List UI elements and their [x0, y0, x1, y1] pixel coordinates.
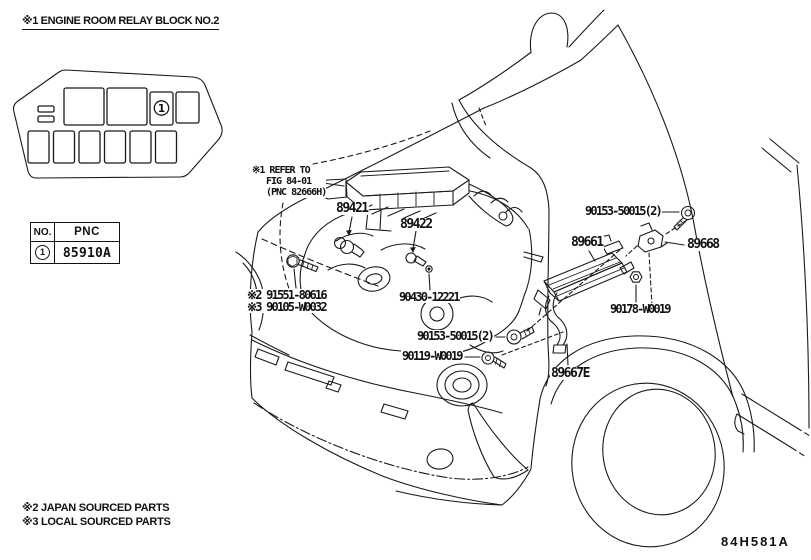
- part-label-90178-w0019[interactable]: 90178-W0019: [609, 302, 671, 316]
- a-pillar-outer: [458, 52, 531, 101]
- refer-note-line2: FIG 84-01: [266, 176, 312, 187]
- pnc-table-header-pnc: PNC: [54, 222, 120, 242]
- bolt-91551: [286, 254, 319, 273]
- a-pillar-inner: [483, 59, 582, 109]
- tire: [571, 382, 725, 548]
- refer-note: ※1 REFER TO FIG 84-01 (PNC 82666H): [252, 165, 327, 198]
- part-label-89667e[interactable]: 89667E: [550, 366, 590, 381]
- ecu-89661-drawing: [533, 234, 635, 316]
- wheel-arch-inner: [550, 347, 744, 453]
- fog-lamp: [426, 448, 454, 470]
- gasket-90430: [425, 265, 433, 273]
- relay-slot-bar: [37, 105, 55, 113]
- relay-slot: [63, 87, 105, 126]
- rocker-sill: [741, 393, 798, 429]
- relay-block-title-note: ※1 ENGINE ROOM RELAY BLOCK NO.2: [22, 14, 219, 30]
- mirror-outline: [529, 12, 569, 54]
- refer-note-line3: (PNC 82666H): [266, 187, 327, 198]
- refer-note-line1: ※1 REFER TO: [252, 165, 311, 176]
- emblem-ring: [436, 363, 488, 407]
- leader-lines: [293, 182, 685, 366]
- bolt-90153-mid: [506, 326, 535, 345]
- sensor-89422: [405, 252, 427, 267]
- sensor-89421: [333, 236, 365, 258]
- bolt-90119: [481, 351, 507, 369]
- relay-block-schematic: 1: [12, 69, 223, 179]
- grille-slot: [380, 403, 409, 420]
- roof-edge: [568, 9, 605, 48]
- figure-code: 84H581A: [721, 534, 790, 549]
- bumper-wedge: [467, 402, 529, 480]
- headlamp-left: [235, 251, 265, 331]
- door-edge: [796, 164, 810, 429]
- relay-slot-bar: [37, 115, 55, 123]
- pnc-table-header-no: NO.: [30, 222, 55, 242]
- footnote-japan-sourced: ※2 JAPAN SOURCED PARTS: [22, 502, 170, 514]
- relay-slot: [106, 87, 148, 126]
- engine-lines: [261, 190, 544, 356]
- relay-slot: [129, 130, 152, 164]
- hood-hidden-line: [312, 130, 431, 165]
- small-connector: [602, 240, 624, 255]
- part-label-90153-50015-top[interactable]: 90153-50015(2): [584, 204, 663, 218]
- relay-slot: [27, 130, 50, 164]
- fender-edge: [458, 99, 550, 387]
- pnc-table: NO. PNC 1 85910A: [30, 222, 120, 264]
- bracket-89668-drawing: [637, 222, 668, 253]
- relay-slot-85910a: [149, 91, 174, 126]
- hardware: [286, 205, 696, 369]
- front-corner: [249, 231, 259, 333]
- part-label-89668[interactable]: 89668: [686, 237, 720, 252]
- bolt-90153-top: [673, 205, 696, 231]
- part-label-90430-12221[interactable]: 90430-12221: [398, 290, 460, 304]
- relay-slot: [103, 130, 127, 164]
- footnote-local-sourced: ※3 LOCAL SOURCED PARTS: [22, 516, 171, 528]
- hood-line: [257, 107, 485, 233]
- part-label-90105-w0032[interactable]: ※3 90105-W0032: [246, 300, 328, 314]
- relay-slot: [78, 130, 101, 164]
- part-label-89421[interactable]: 89421: [335, 201, 369, 216]
- part-label-89661[interactable]: 89661: [570, 235, 604, 250]
- beltline: [617, 24, 734, 398]
- car-body-lines: [235, 9, 811, 548]
- table-row: 1 85910A: [30, 241, 120, 264]
- nut-90178: [629, 271, 643, 283]
- bumper-crease: [253, 402, 529, 480]
- corner-slot: [254, 348, 280, 366]
- part-label-90153-50015-mid[interactable]: 90153-50015(2): [416, 329, 495, 343]
- grille-slot: [325, 380, 342, 393]
- relay-slot: [175, 91, 200, 124]
- bumper-lower-band: [251, 397, 503, 506]
- bracket-89667e-drawing: [544, 292, 568, 354]
- wheel-rim: [602, 388, 716, 516]
- grille-slot: [284, 361, 335, 386]
- pnc-row-value-cell[interactable]: 85910A: [54, 241, 120, 264]
- slot-marker-circle: [153, 100, 170, 116]
- circled-number: 1: [35, 244, 50, 260]
- relay-slot: [154, 130, 178, 164]
- part-label-89422[interactable]: 89422: [399, 217, 433, 232]
- part-label-90119-w0019[interactable]: 90119-W0019: [401, 349, 463, 363]
- part-label-91551-80616[interactable]: ※2 91551-80616: [246, 288, 328, 302]
- pnc-row-number-cell: 1: [30, 241, 55, 264]
- slot-marker-number: 1: [158, 103, 165, 115]
- relay-slot: [52, 130, 76, 164]
- pnc-value[interactable]: 85910A: [62, 245, 112, 261]
- wheel-arch-outer: [539, 335, 755, 453]
